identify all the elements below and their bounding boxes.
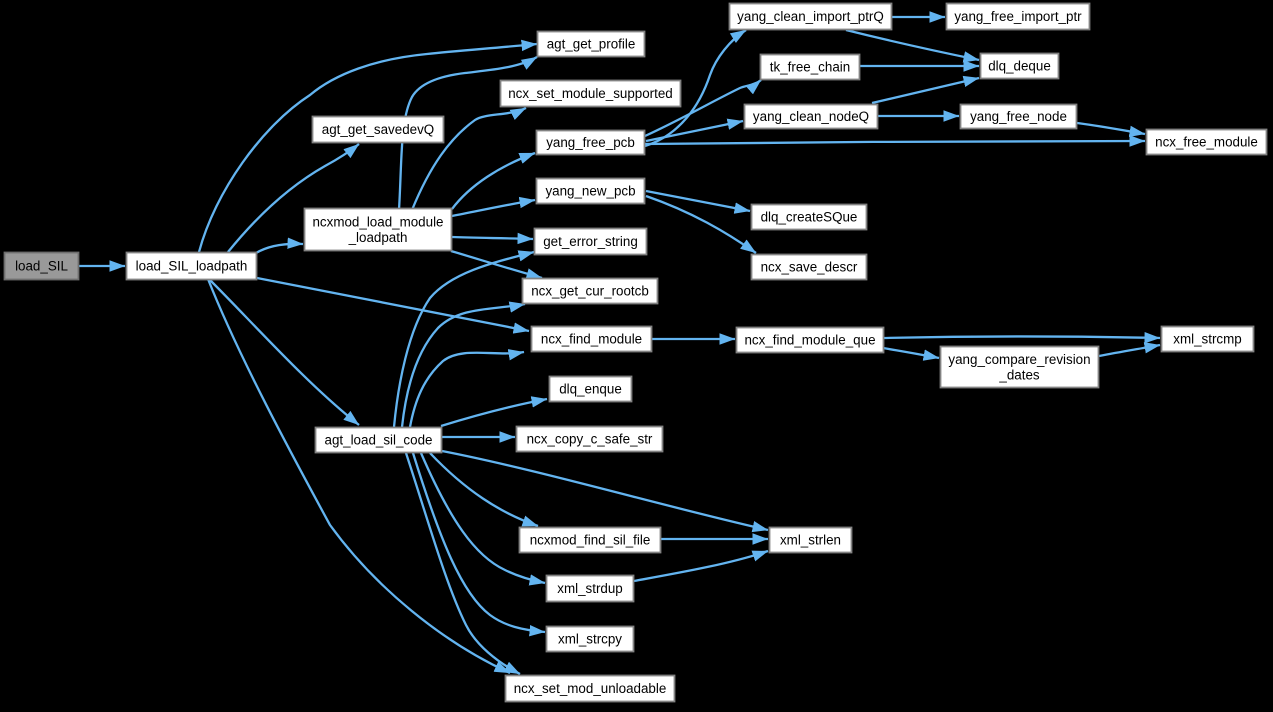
- svg-text:yang_free_import_ptr: yang_free_import_ptr: [954, 9, 1082, 24]
- svg-text:xml_strcmp: xml_strcmp: [1173, 332, 1241, 347]
- svg-text:ncx_set_mod_unloadable: ncx_set_mod_unloadable: [514, 681, 667, 696]
- svg-text:ncxmod_find_sil_file: ncxmod_find_sil_file: [530, 533, 651, 548]
- svg-text:load_SIL: load_SIL: [15, 259, 68, 274]
- svg-text:_loadpath: _loadpath: [348, 230, 408, 245]
- svg-text:ncx_copy_c_safe_str: ncx_copy_c_safe_str: [527, 432, 653, 447]
- svg-text:agt_get_profile: agt_get_profile: [547, 37, 636, 52]
- svg-text:ncx_set_module_supported: ncx_set_module_supported: [508, 86, 673, 101]
- svg-text:load_SIL_loadpath: load_SIL_loadpath: [136, 259, 248, 274]
- svg-text:dlq_createSQue: dlq_createSQue: [761, 210, 858, 225]
- svg-text:yang_free_pcb: yang_free_pcb: [546, 135, 635, 150]
- svg-text:xml_strcpy: xml_strcpy: [558, 632, 622, 647]
- svg-text:agt_load_sil_code: agt_load_sil_code: [325, 433, 433, 448]
- svg-text:dlq_enque: dlq_enque: [559, 382, 622, 397]
- svg-text:yang_clean_nodeQ: yang_clean_nodeQ: [753, 109, 869, 124]
- svg-text:xml_strlen: xml_strlen: [780, 533, 841, 548]
- svg-text:yang_new_pcb: yang_new_pcb: [545, 184, 635, 199]
- svg-text:ncx_get_cur_rootcb: ncx_get_cur_rootcb: [531, 284, 649, 299]
- svg-text:tk_free_chain: tk_free_chain: [770, 60, 850, 75]
- svg-text:ncx_save_descr: ncx_save_descr: [761, 260, 858, 275]
- svg-text:ncxmod_load_module: ncxmod_load_module: [312, 215, 443, 230]
- svg-text:yang_clean_import_ptrQ: yang_clean_import_ptrQ: [737, 9, 884, 24]
- svg-text:ncx_find_module_que: ncx_find_module_que: [744, 333, 875, 348]
- svg-text:yang_compare_revision: yang_compare_revision: [948, 352, 1090, 367]
- svg-text:agt_get_savedevQ: agt_get_savedevQ: [322, 122, 434, 137]
- svg-text:_dates: _dates: [998, 368, 1040, 383]
- svg-text:yang_free_node: yang_free_node: [970, 109, 1067, 124]
- svg-text:ncx_free_module: ncx_free_module: [1155, 135, 1258, 150]
- svg-text:ncx_find_module: ncx_find_module: [541, 332, 642, 347]
- svg-text:get_error_string: get_error_string: [543, 234, 638, 249]
- svg-text:dlq_deque: dlq_deque: [988, 59, 1051, 74]
- svg-text:xml_strdup: xml_strdup: [557, 581, 623, 596]
